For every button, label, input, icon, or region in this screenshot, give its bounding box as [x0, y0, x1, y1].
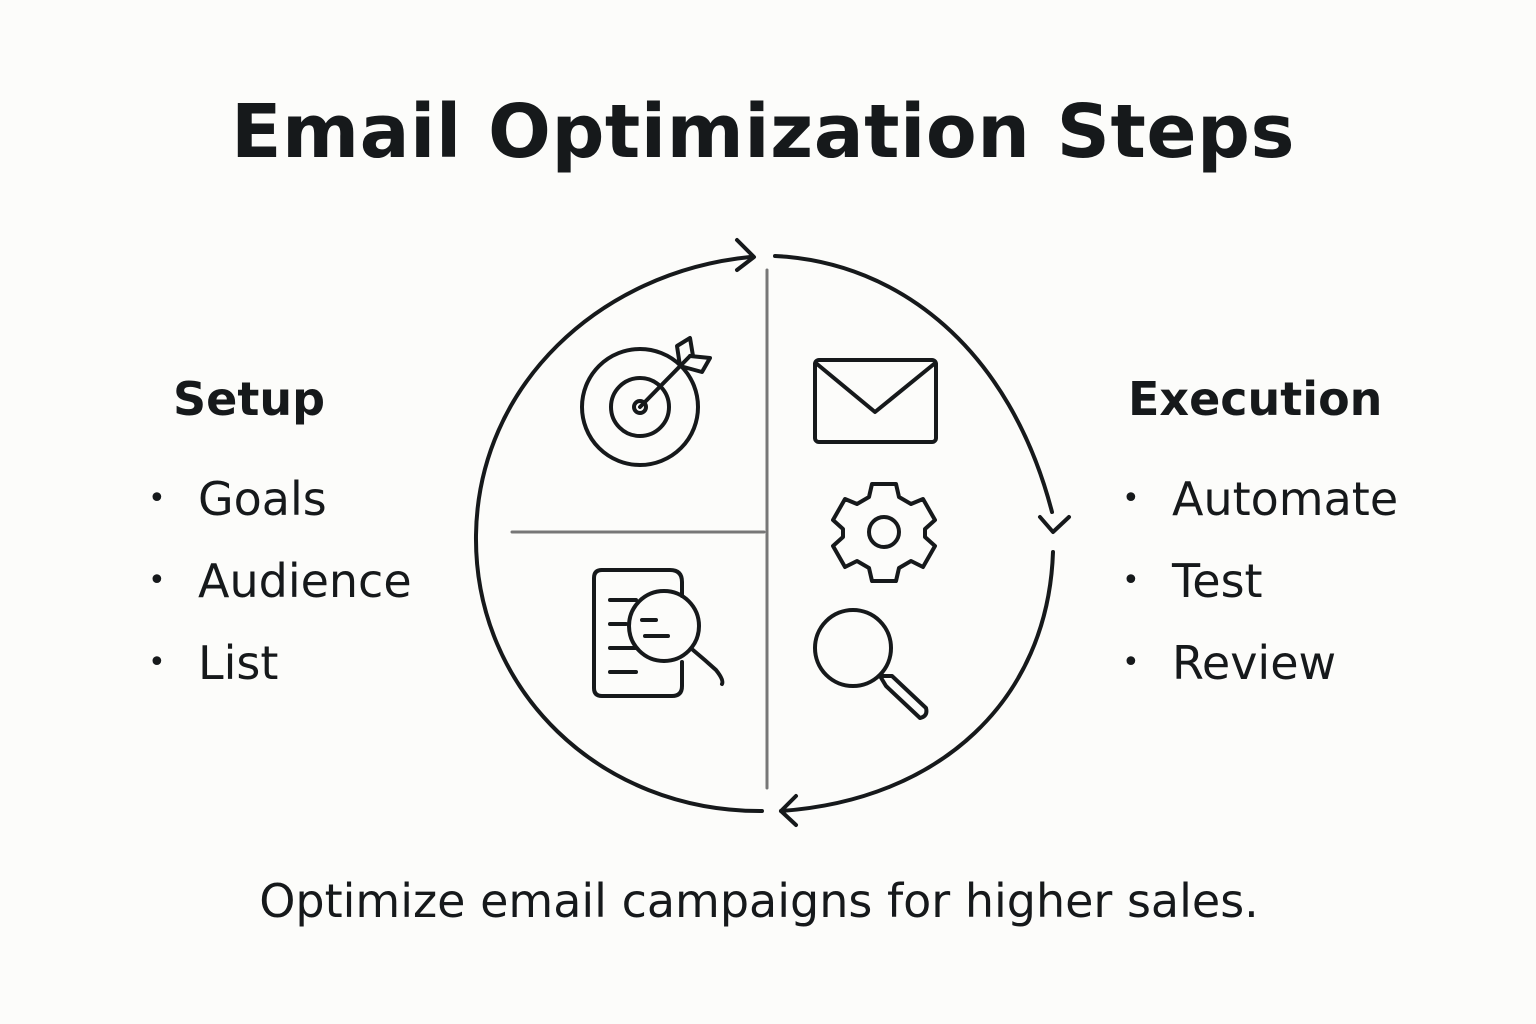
execution-item-automate: Automate — [1172, 472, 1399, 526]
magnifier-icon — [813, 608, 929, 720]
diagram-title: Email Optimization Steps — [230, 89, 1296, 175]
bullet-icon: • — [1122, 563, 1140, 598]
list-item: • Audience — [148, 556, 412, 638]
arrowhead-bottom-icon — [779, 794, 798, 827]
arrowhead-top-icon — [735, 238, 756, 272]
gear-icon — [831, 482, 937, 583]
execution-list: • Automate • Test • Review — [1122, 474, 1398, 720]
cycle-arc-bottom-right — [779, 550, 1055, 813]
setup-item-audience: Audience — [198, 554, 412, 608]
target-icon — [580, 336, 712, 467]
bullet-icon: • — [1122, 481, 1140, 516]
setup-item-list: List — [198, 636, 279, 690]
list-item: • Automate — [1122, 474, 1398, 556]
setup-list: • Goals • Audience • List — [148, 474, 412, 720]
envelope-icon — [813, 358, 938, 444]
execution-item-review: Review — [1172, 636, 1337, 690]
bullet-icon: • — [148, 563, 166, 598]
cycle-arc-top-left — [473, 255, 764, 814]
document-search-icon — [592, 568, 725, 698]
setup-heading: Setup — [173, 372, 325, 426]
arrowhead-right-icon — [1038, 515, 1071, 534]
bullet-icon: • — [148, 481, 166, 516]
cycle-arc-top-right — [773, 254, 1054, 514]
list-item: • Goals — [148, 474, 412, 556]
setup-item-goals: Goals — [198, 472, 327, 526]
diagram-caption: Optimize email campaigns for higher sale… — [259, 874, 1259, 928]
bullet-icon: • — [1122, 645, 1140, 680]
list-item: • List — [148, 638, 412, 720]
execution-item-test: Test — [1172, 554, 1263, 608]
list-item: • Test — [1122, 556, 1398, 638]
list-item: • Review — [1122, 638, 1398, 720]
bullet-icon: • — [148, 645, 166, 680]
execution-heading: Execution — [1128, 372, 1383, 426]
